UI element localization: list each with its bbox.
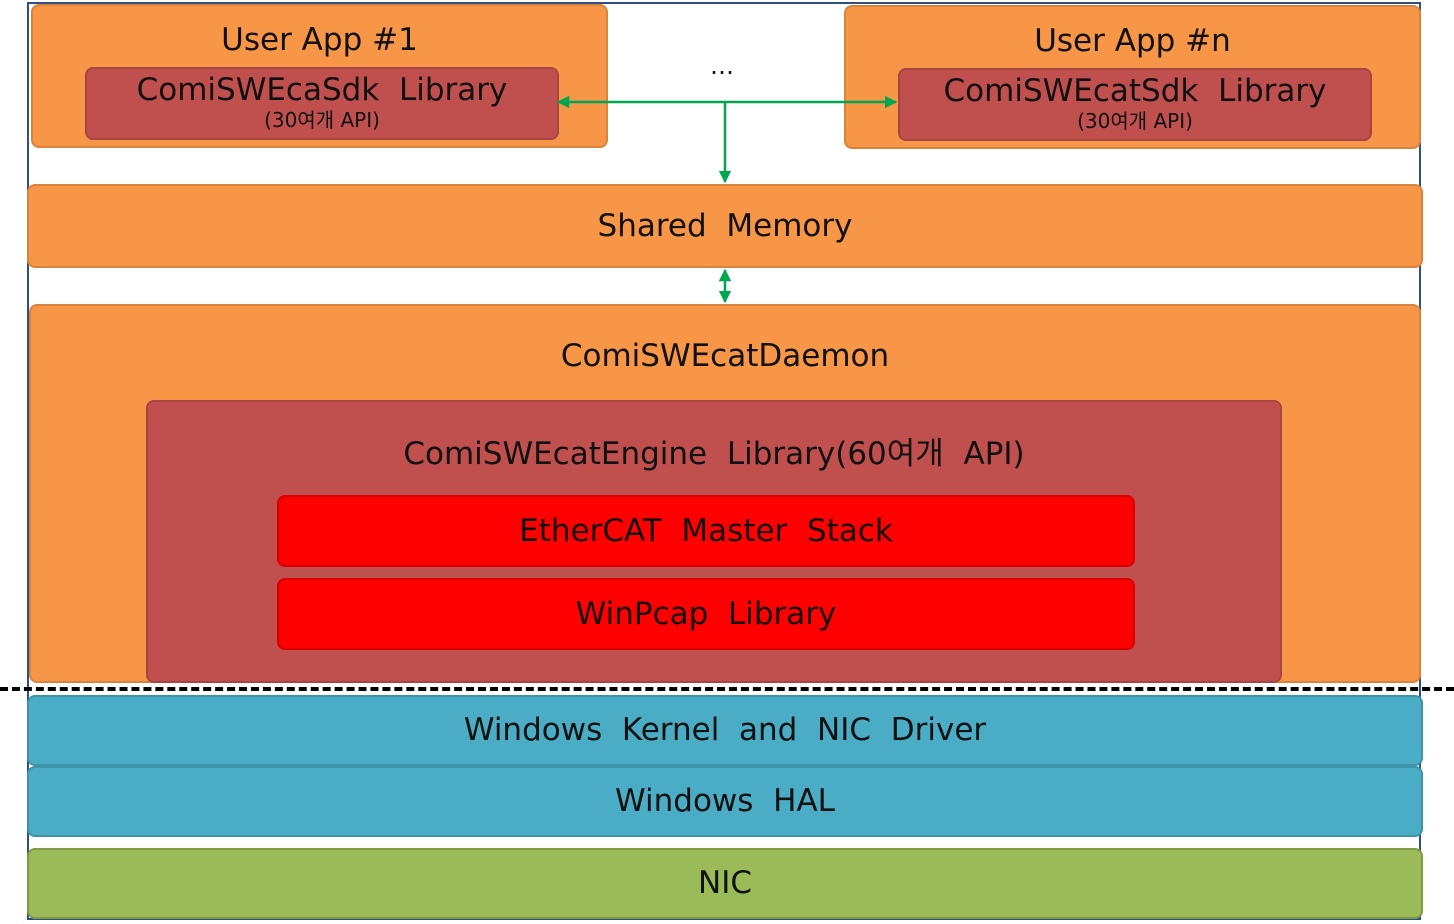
windows-hal: Windows HAL [27, 766, 1423, 837]
user-app-1: User App #1 ComiSWEcaSdk Library (30여개 A… [31, 4, 608, 148]
sdk-library-app-n: ComiSWEcatSdk Library (30여개 API) [898, 68, 1372, 141]
shared-memory: Shared Memory [27, 184, 1423, 268]
windows-kernel-nic-driver-label: Windows Kernel and NIC Driver [463, 712, 987, 748]
sdk-library-app-1-api-count: (30여개 API) [264, 108, 380, 132]
user-kernel-boundary-line [0, 687, 1454, 691]
windows-hal-label: Windows HAL [615, 783, 835, 819]
daemon-title: ComiSWEcatDaemon [560, 338, 890, 374]
more-apps-ellipsis: … [710, 52, 734, 80]
sdk-library-app-n-name: ComiSWEcatSdk Library [943, 73, 1327, 109]
nic-label: NIC [698, 865, 752, 901]
ethercat-master-stack-label: EtherCAT Master Stack [519, 512, 893, 549]
shared-memory-label: Shared Memory [597, 207, 853, 244]
sdk-library-app-1: ComiSWEcaSdk Library (30여개 API) [85, 67, 559, 140]
winpcap-library: WinPcap Library [277, 578, 1135, 650]
user-app-1-title: User App #1 [221, 22, 418, 58]
engine-library: ComiSWEcatEngine Library(60여개 API) Ether… [146, 400, 1282, 683]
windows-kernel-nic-driver: Windows Kernel and NIC Driver [27, 695, 1423, 766]
user-app-n: User App #n ComiSWEcatSdk Library (30여개 … [844, 5, 1421, 149]
sdk-library-app-1-name: ComiSWEcaSdk Library [136, 72, 508, 108]
daemon: ComiSWEcatDaemon ComiSWEcatEngine Librar… [29, 304, 1421, 683]
engine-library-title: ComiSWEcatEngine Library(60여개 API) [403, 436, 1025, 472]
winpcap-library-label: WinPcap Library [575, 595, 837, 632]
sdk-library-app-n-api-count: (30여개 API) [1077, 109, 1193, 133]
user-app-n-title: User App #n [1034, 23, 1231, 59]
ethercat-master-stack: EtherCAT Master Stack [277, 495, 1135, 567]
nic: NIC [27, 848, 1423, 919]
